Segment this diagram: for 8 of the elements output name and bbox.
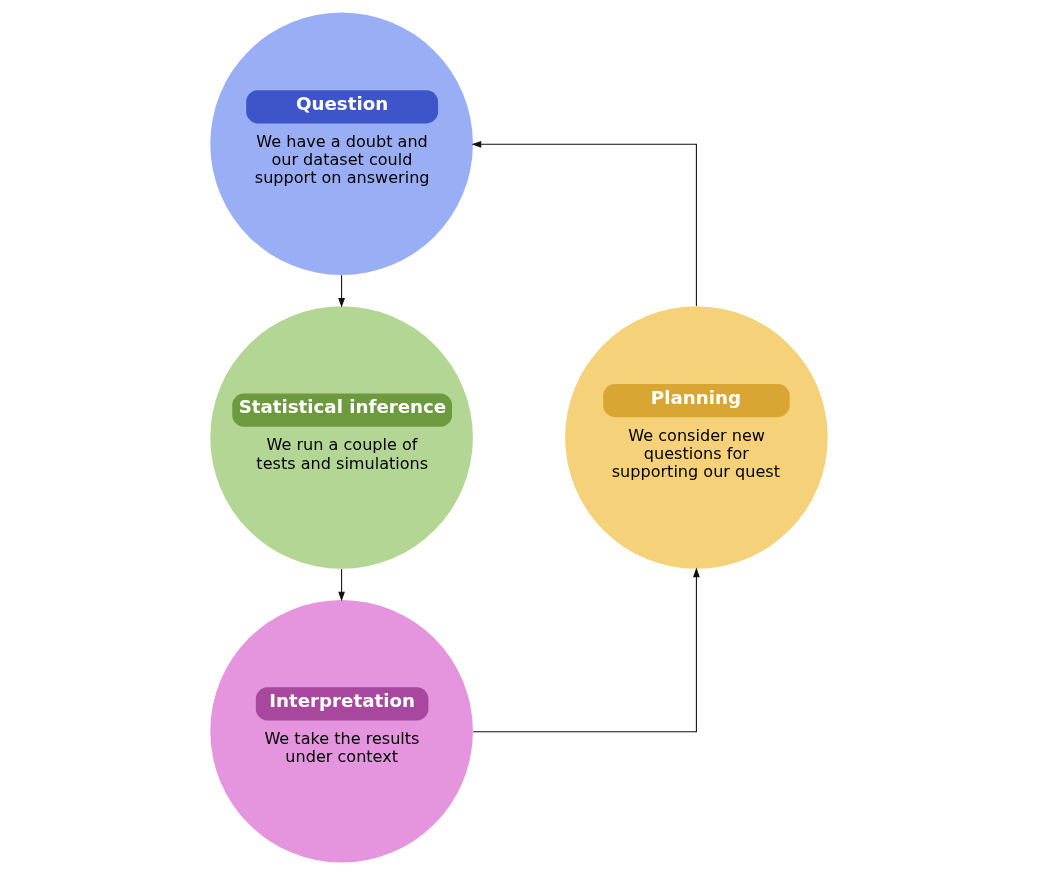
node-circle: Question We have a doubt and our dataset could support on answering xyxy=(210,12,473,276)
arrow xyxy=(472,567,700,733)
node-circle: Planning We consider new questions for supporting our quest xyxy=(565,306,828,569)
node-circle: Statistical inference We run a couple of tests and simulations xyxy=(210,306,473,569)
arrow xyxy=(338,274,345,308)
node-circle: Interpretation We take the results under context xyxy=(210,599,473,863)
arrow xyxy=(338,568,345,602)
arrow xyxy=(471,140,697,307)
